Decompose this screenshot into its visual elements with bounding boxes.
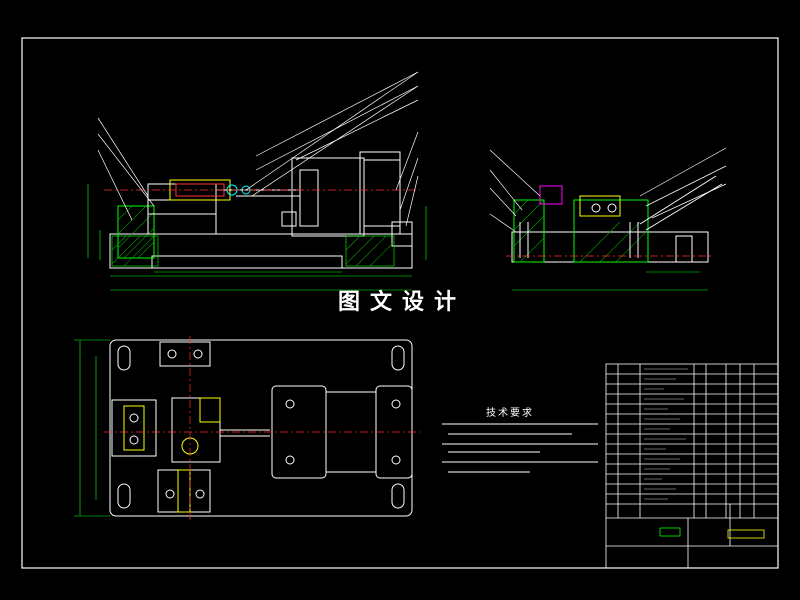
plan-view (74, 336, 420, 520)
side-view (489, 147, 727, 291)
tech-requirements-title: 技术要求 (486, 408, 534, 419)
front-view (87, 71, 427, 291)
drawing-border (21, 37, 779, 569)
watermark-text: 图文设计 (338, 289, 467, 315)
tech-requirements-lines (442, 423, 598, 473)
title-block (605, 363, 779, 569)
